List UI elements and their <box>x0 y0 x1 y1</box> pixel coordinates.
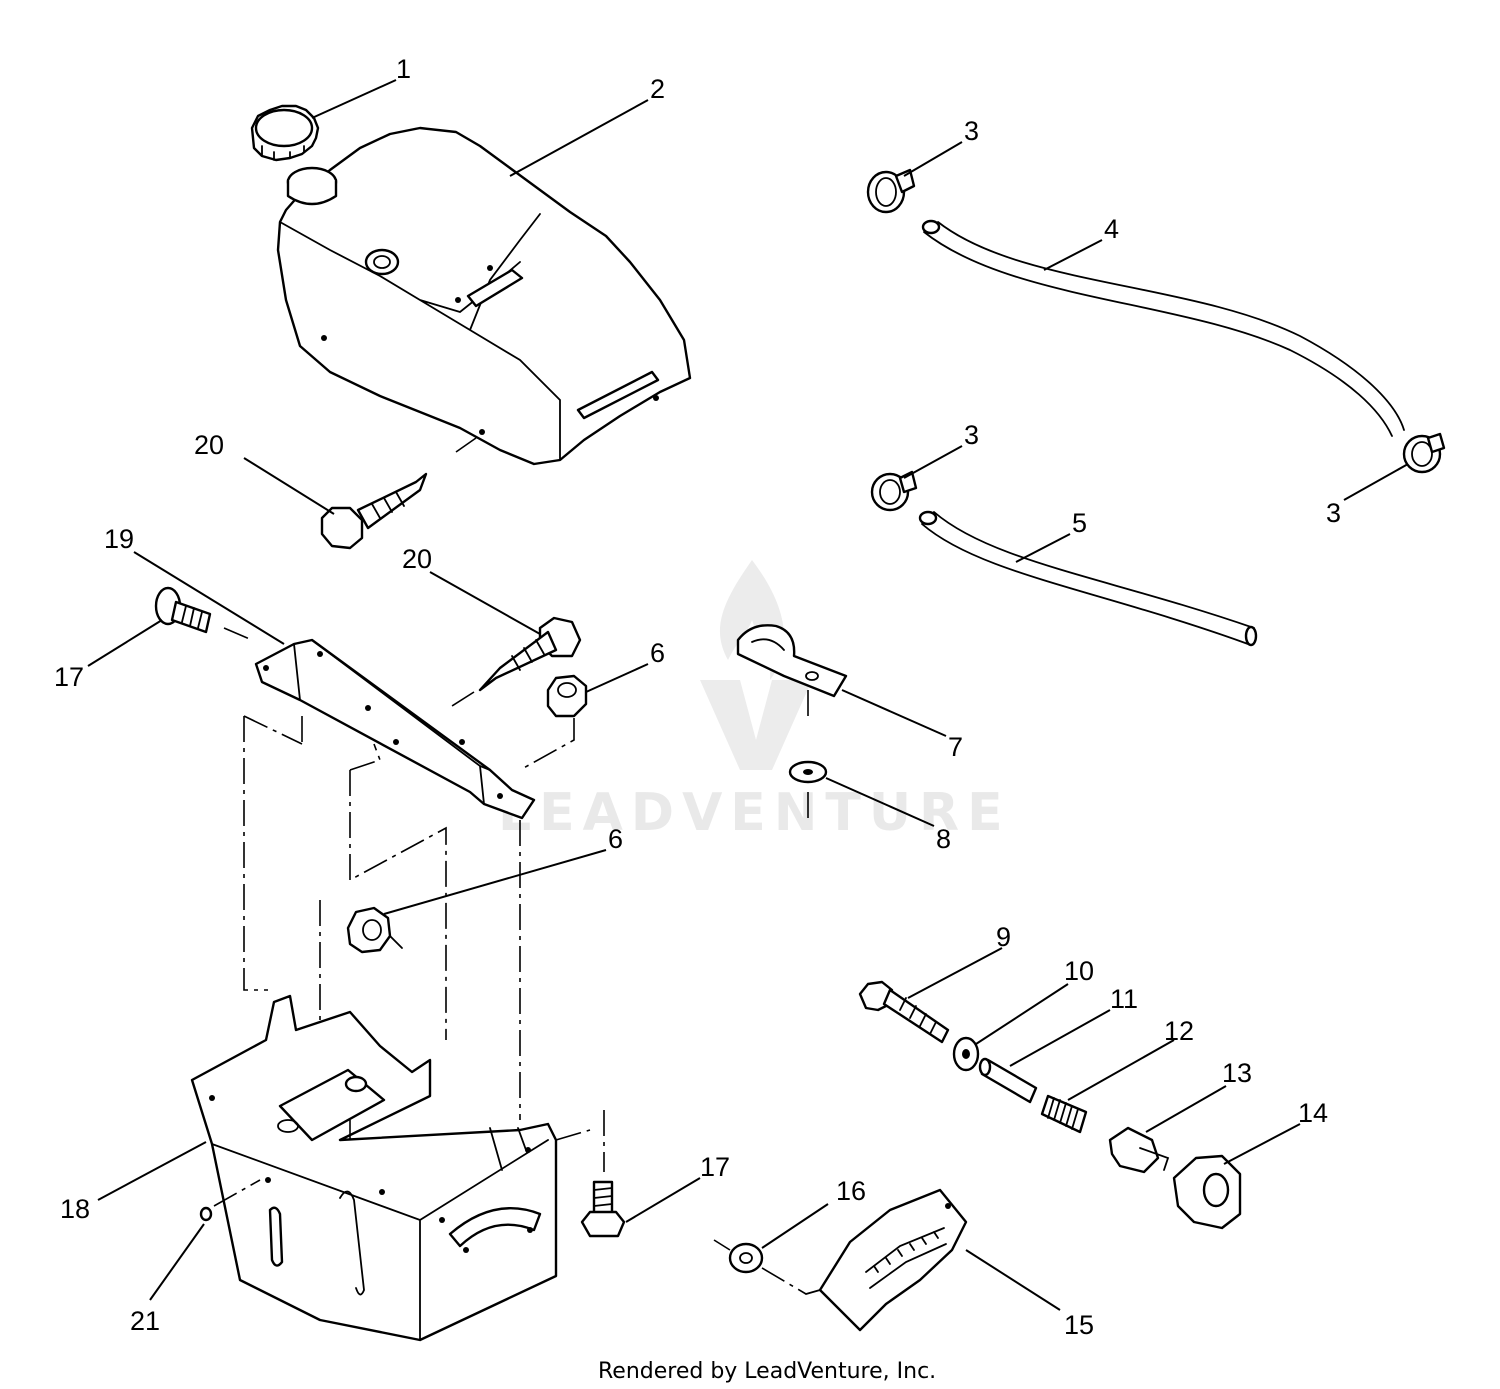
callout-21: 21 <box>130 1306 160 1336</box>
lever-latch <box>1108 1126 1170 1174</box>
fuel-line-short <box>918 510 1258 647</box>
callout-16: 16 <box>836 1176 866 1206</box>
callout-14: 14 <box>1298 1098 1328 1128</box>
hex-nut-upper <box>546 674 588 718</box>
callout-3c: 3 <box>1326 498 1341 528</box>
small-pin <box>199 1179 261 1222</box>
callout-10: 10 <box>1064 956 1094 986</box>
fuel-cap <box>250 104 320 162</box>
callout-labels: 1 2 3 3 3 4 5 6 6 7 8 9 10 11 12 13 14 1… <box>54 54 1341 1340</box>
flange-nut <box>713 1239 807 1295</box>
bolt-long <box>858 980 950 1044</box>
hose-clip <box>736 624 848 720</box>
fuel-line-long <box>921 219 1405 437</box>
quadrant-plate <box>805 1188 968 1332</box>
fuel-tank <box>276 126 692 466</box>
callout-6a: 6 <box>650 638 665 668</box>
carriage-bolt-upper <box>154 586 253 641</box>
callout-19: 19 <box>104 524 134 554</box>
hex-nut-lower <box>346 906 403 954</box>
tapping-screw-upper <box>320 472 428 550</box>
callout-2: 2 <box>650 74 665 104</box>
render-credit: Rendered by LeadVenture, Inc. <box>598 1359 936 1384</box>
callout-9: 9 <box>996 922 1011 952</box>
callout-17a: 17 <box>54 662 84 692</box>
callout-3a: 3 <box>964 116 979 146</box>
lever-knob <box>1172 1154 1242 1230</box>
tapping-screw-lower <box>451 616 582 707</box>
callout-11: 11 <box>1110 984 1138 1014</box>
callout-1: 1 <box>396 54 411 84</box>
callout-4: 4 <box>1104 214 1119 244</box>
watermark-text: LEADVENTURE <box>498 783 1011 843</box>
support-rail <box>254 638 536 820</box>
callout-7: 7 <box>948 732 963 762</box>
assembly-phantom-lines <box>243 715 591 1141</box>
washer-small <box>788 760 828 820</box>
callout-18: 18 <box>60 1194 90 1224</box>
callout-3b: 3 <box>964 420 979 450</box>
callout-20b: 20 <box>402 544 432 574</box>
callout-13: 13 <box>1222 1058 1252 1088</box>
callout-15: 15 <box>1064 1310 1094 1340</box>
carriage-bolt-lower <box>580 1110 626 1238</box>
callout-5: 5 <box>1072 508 1087 538</box>
callout-8: 8 <box>936 824 951 854</box>
hose-clamp-3 <box>1402 432 1446 474</box>
callout-6b: 6 <box>608 824 623 854</box>
hose-clamp-2 <box>870 470 918 512</box>
spacer-tube <box>978 1057 1038 1104</box>
washer-flat <box>952 1036 980 1072</box>
callout-20a: 20 <box>194 430 224 460</box>
hose-clamp-1 <box>866 168 916 214</box>
battery-bracket <box>190 994 558 1342</box>
leader-lines <box>87 79 1409 1311</box>
callout-12: 12 <box>1164 1016 1194 1046</box>
callout-17b: 17 <box>700 1152 730 1182</box>
compression-spring <box>1040 1094 1088 1134</box>
